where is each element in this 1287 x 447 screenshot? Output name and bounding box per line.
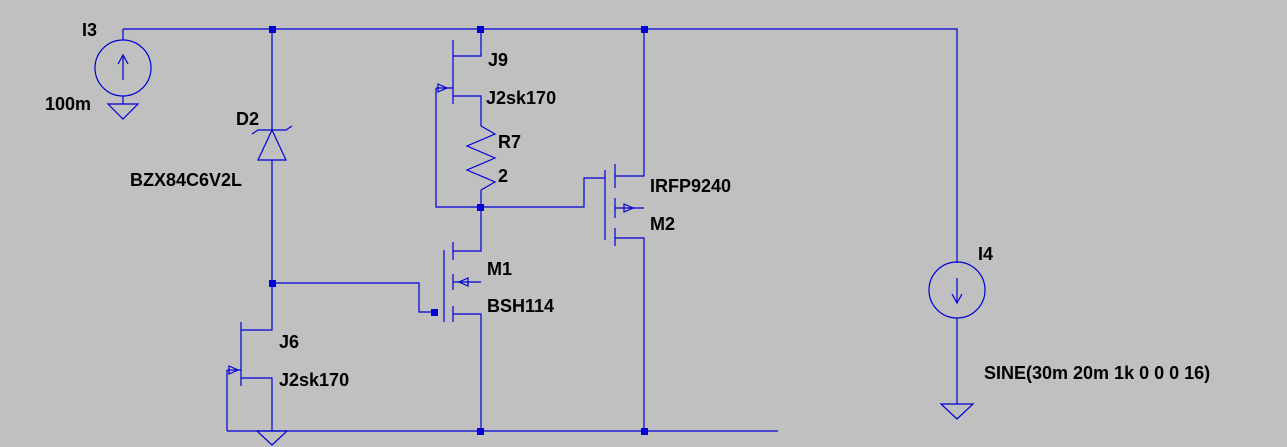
- j9-name-label: J9: [488, 50, 508, 70]
- current-source-circle: [94, 39, 152, 97]
- m2-gate-wire[interactable]: [481, 177, 605, 208]
- jfet-j6[interactable]: [227, 322, 242, 386]
- m2-instance-label: M2: [650, 214, 675, 234]
- ground-icon: [939, 403, 975, 420]
- r7-value-label: 2: [498, 166, 508, 186]
- m1-model-label: BSH114: [487, 296, 554, 316]
- j9-model-label: J2sk170: [486, 88, 556, 108]
- junction-dot: [477, 26, 484, 33]
- mosfet-m2[interactable]: [604, 164, 644, 246]
- resistor-r7[interactable]: [465, 125, 497, 191]
- r7-name-label: R7: [498, 132, 521, 152]
- arrow-down-icon: [951, 278, 963, 305]
- gate-arrow-icon: [228, 365, 240, 375]
- j6-model-label: J2sk170: [279, 370, 349, 390]
- current-source-i3[interactable]: [94, 39, 152, 97]
- gate-arrow-icon: [437, 83, 449, 93]
- m2-part-label: IRFP9240: [650, 176, 731, 196]
- body-arrow-icon: [623, 203, 635, 213]
- ground-icon: [106, 103, 140, 120]
- d2-anode-wire[interactable]: [241, 160, 273, 331]
- junction-dot: [641, 428, 648, 435]
- zener-bar: [251, 125, 293, 135]
- resistor-zigzag: [465, 125, 497, 191]
- junction-dot: [477, 428, 484, 435]
- wires: [122, 28, 958, 432]
- d2-name-label: D2: [236, 109, 259, 129]
- i4-value-label: SINE(30m 20m 1k 0 0 0 16): [984, 363, 1210, 383]
- junction-dot: [431, 309, 438, 316]
- m2-drain-wire[interactable]: [615, 237, 645, 431]
- ground-icon: [255, 430, 289, 446]
- m2-source-wire[interactable]: [615, 29, 645, 177]
- j9-gate-loop-wire[interactable]: [435, 88, 481, 208]
- j6-source-wire[interactable]: [241, 377, 273, 431]
- junction-dot: [477, 204, 484, 211]
- i3-name-label: I3: [82, 20, 97, 40]
- m1-gate-wire[interactable]: [272, 282, 435, 313]
- junction-dot: [269, 26, 276, 33]
- body-arrow-icon: [457, 277, 469, 287]
- mosfet-m1[interactable]: [443, 242, 481, 322]
- diode-triangle: [257, 128, 287, 161]
- d2-model-label: BZX84C6V2L: [130, 170, 242, 190]
- jfet-j9[interactable]: [436, 40, 454, 104]
- i4-name-label: I4: [978, 244, 993, 264]
- junctions: [269, 26, 648, 435]
- current-source-circle: [928, 261, 986, 319]
- j6-name-label: J6: [279, 332, 299, 352]
- m1-name-label: M1: [487, 259, 512, 279]
- arrow-up-icon: [117, 53, 129, 80]
- i3-value-label: 100m: [45, 94, 91, 114]
- r7-to-m1-drain-wire[interactable]: [453, 190, 482, 252]
- junction-dot: [269, 280, 276, 287]
- junction-dot: [641, 26, 648, 33]
- j9-source-wire[interactable]: [453, 95, 482, 126]
- zener-diode-d2[interactable]: [251, 125, 293, 161]
- j9-drain-wire[interactable]: [453, 29, 482, 57]
- top-rail-wire[interactable]: [123, 28, 958, 263]
- m1-source-wire[interactable]: [453, 313, 482, 431]
- current-source-i4[interactable]: [928, 261, 986, 319]
